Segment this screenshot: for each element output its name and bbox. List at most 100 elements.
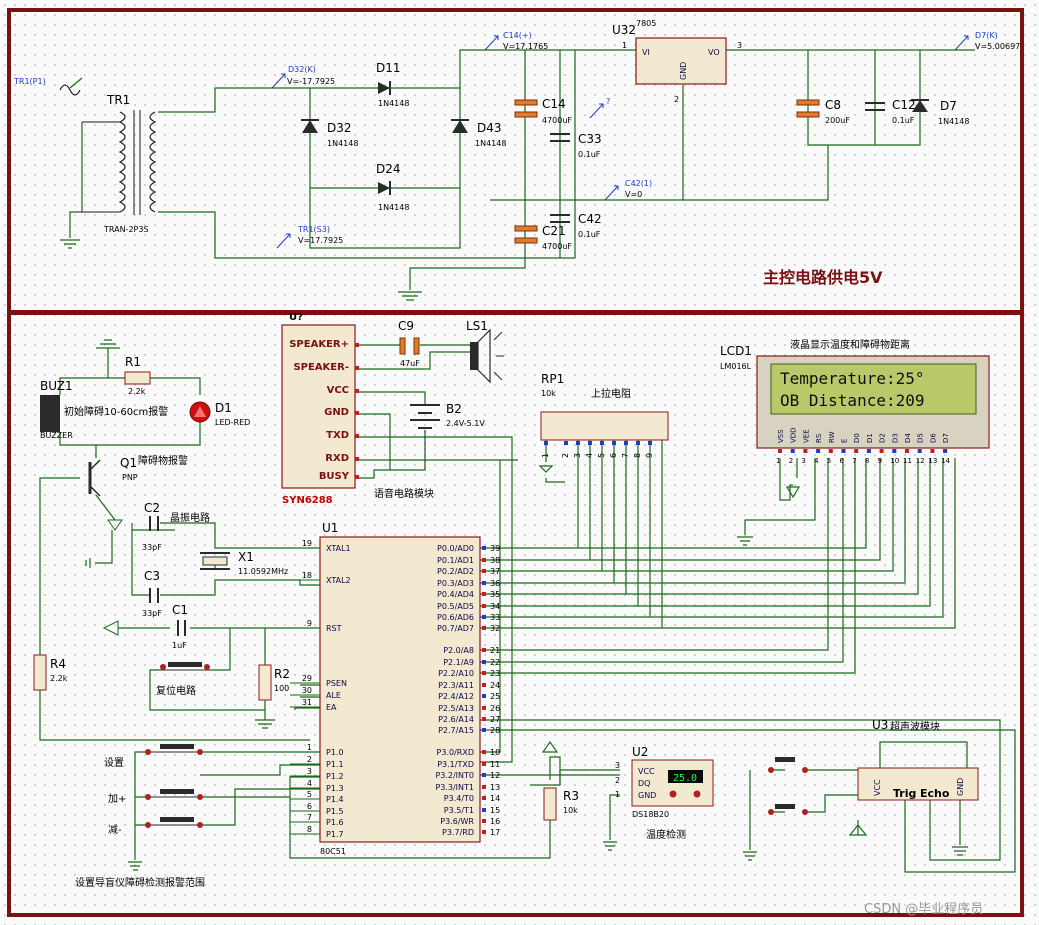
u32-vi: VI <box>642 48 650 57</box>
u32-pin2: 2 <box>674 95 679 104</box>
lcd-pin-marker <box>854 449 859 453</box>
rp1-pin-marker <box>576 441 580 445</box>
c42-value: 0.1uF <box>578 230 601 239</box>
rp1-pin-number: 1 <box>541 453 550 458</box>
mcu-left-pin-number: 7 <box>307 813 312 822</box>
c1-ref: C1 <box>172 603 188 617</box>
mcu-right-pin-name: P3.1/TXD <box>437 760 474 769</box>
ds-pin-num-2: 2 <box>615 776 620 785</box>
ground-arrow-icon <box>107 519 123 531</box>
lcd-pin-label: D7 <box>942 433 950 443</box>
c42-ref: C42 <box>578 212 602 226</box>
crystal-x1 <box>200 552 230 570</box>
capacitor-c3 <box>149 588 159 603</box>
mcu-right-pin-name: P2.6/A14 <box>438 715 474 724</box>
regulator-u32 <box>635 37 727 85</box>
syn6288-module <box>281 324 356 489</box>
watermark: CSDN @毕业程序员 <box>864 902 983 917</box>
d1-model: LED-RED <box>215 418 250 427</box>
d11-ref: D11 <box>376 61 401 75</box>
r2-value: 100 <box>274 684 289 693</box>
mcu-right-pin-marker <box>482 785 486 789</box>
c1-value: 1uF <box>172 641 187 650</box>
lcd-pin-label: VSS <box>777 429 785 443</box>
c2-value: 33pF <box>142 543 162 552</box>
d11-model: 1N4148 <box>378 99 409 108</box>
d43-ref: D43 <box>477 121 502 135</box>
ds18b20-down-icon[interactable] <box>669 790 677 798</box>
mcu-right-pin-number: 11 <box>490 760 500 769</box>
mcu-right-pin-number: 38 <box>490 556 500 565</box>
capacitor-c42 <box>550 214 570 223</box>
mcu-left-pin-name: ALE <box>326 691 341 700</box>
ds18b20-model: DS18B20 <box>632 810 669 819</box>
d1-ref: D1 <box>215 401 232 415</box>
mcu-left-pin-number: 31 <box>302 698 312 707</box>
mcu-right-pin-name: P3.0/RXD <box>437 748 474 757</box>
set-button[interactable] <box>145 744 203 755</box>
mcu-right-pin-marker <box>482 808 486 812</box>
lcd-pin-marker <box>841 449 846 453</box>
probe-tr1-s3-v: V=17.7925 <box>298 236 343 245</box>
plus-button[interactable] <box>145 789 203 800</box>
mcu-right-pin-number: 16 <box>490 817 500 826</box>
capacitor-c12 <box>865 102 885 111</box>
u32-model: 7805 <box>636 19 656 28</box>
d24-ref: D24 <box>376 162 401 176</box>
mcu-right-pin-marker <box>482 706 486 710</box>
ultrasonic-switch-1[interactable] <box>768 757 808 773</box>
ds-pin-num-3: 3 <box>615 761 620 770</box>
us-pin-gnd: GND <box>956 778 965 796</box>
mcu-left-pin-name: RST <box>326 624 342 633</box>
buttons-caption: 设置导盲仪障碍检测报警范围 <box>75 876 205 889</box>
mcu-left-pin-name: P1.5 <box>326 807 344 816</box>
rp1-value: 10k <box>541 389 556 398</box>
mcu-right-pin-marker <box>482 728 486 732</box>
lcd-pin-number: 8 <box>865 457 869 465</box>
mcu-right-pin-name: P2.1/A9 <box>443 658 474 667</box>
lcd-pin-marker <box>930 449 935 453</box>
lcd-pin-label: VDD <box>790 427 798 443</box>
syn-pin-marker <box>355 366 359 370</box>
probe-arrows <box>271 35 969 249</box>
lcd-pin-number: 7 <box>852 457 856 465</box>
rp1-pin-number: 2 <box>561 453 570 458</box>
diode-d43 <box>451 119 469 133</box>
syn-pin-label: VCC <box>327 385 349 396</box>
minus-button[interactable] <box>145 817 203 828</box>
lcd-pin-marker <box>778 449 782 453</box>
ultrasonic-switch-2[interactable] <box>768 804 808 815</box>
mcu-right-pin-name: P2.2/A10 <box>438 669 474 678</box>
mcu-left-pin-list: 19XTAL118XTAL29RST29PSEN30ALE31EA1P1.02P… <box>290 539 351 839</box>
speaker-ls1-icon <box>470 328 504 384</box>
rp1-pin-marker <box>624 441 628 445</box>
mcu-left-pin-name: PSEN <box>326 679 347 688</box>
lcd-pin-label: E <box>841 439 849 443</box>
rp1-pin-number: 8 <box>633 453 642 458</box>
lcd-pin-marker <box>866 449 871 453</box>
x1-value: 11.0592MHz <box>238 567 288 576</box>
lcd-pin-label: RS <box>815 433 823 443</box>
lcd-pin-label: D4 <box>904 433 912 443</box>
c33-value: 0.1uF <box>578 150 601 159</box>
mcu-right-pin-name: P0.7/AD7 <box>437 624 474 633</box>
mcu-right-pin-marker <box>482 558 486 562</box>
ac-source-icon <box>59 84 81 96</box>
mcu-left-pin-name: P1.6 <box>326 818 344 827</box>
minus-label: 减- <box>108 824 122 836</box>
mcu-left-pin-number: 18 <box>302 571 312 580</box>
ultrasonic-ref: U3 <box>872 718 888 732</box>
u32-pin3: 3 <box>737 41 742 50</box>
ds18b20-up-icon[interactable] <box>693 790 701 798</box>
reset-button[interactable] <box>160 662 210 671</box>
mcu-right-pin-marker <box>482 773 486 777</box>
mcu-right-pin-marker <box>482 671 486 675</box>
syn-pin-marker <box>355 434 359 438</box>
x1-ref: X1 <box>238 550 254 564</box>
probe-tr1-p1: TR1(P1) <box>13 77 46 86</box>
r4-value: 2.2k <box>50 674 68 683</box>
syn-pin-label: GND <box>324 407 349 418</box>
buzzer-buz1 <box>40 395 60 432</box>
probe-q: ? <box>606 97 610 106</box>
